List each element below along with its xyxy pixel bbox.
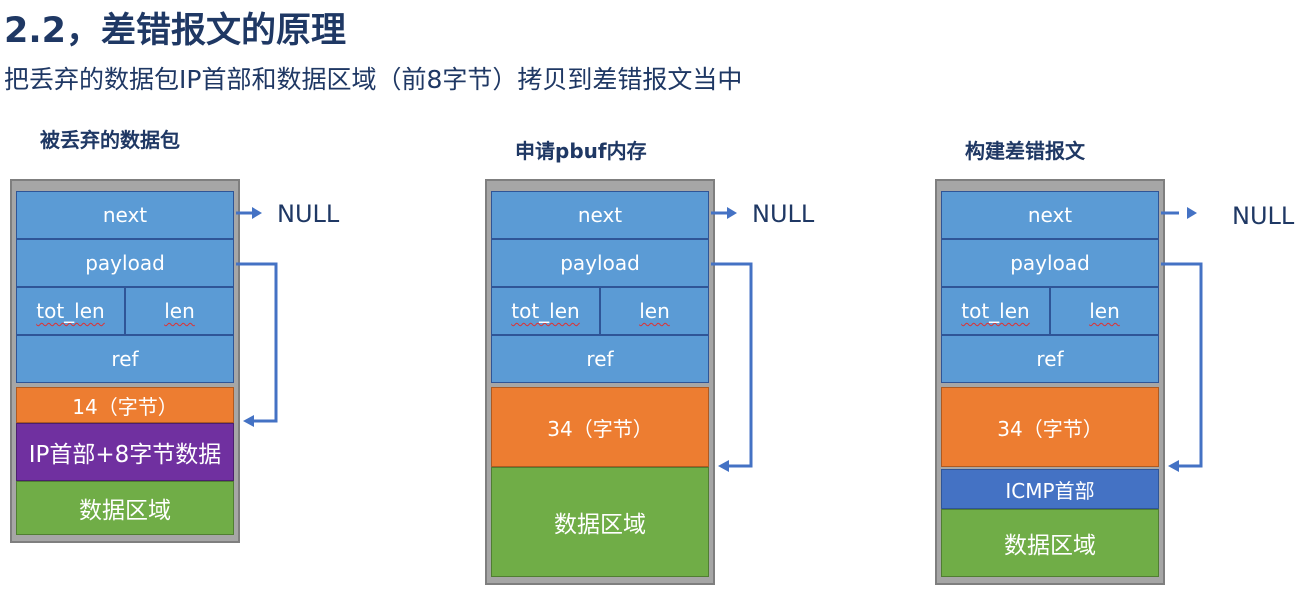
diagram-3-len-label: len (1089, 299, 1120, 323)
diagram-2-payload-arrow (711, 262, 753, 468)
diagram-1-header-block: 14（字节） (16, 387, 234, 423)
diagram-1-next-field: next (16, 191, 234, 239)
diagram-1-frame: next payload tot_len len ref 14（字节） IP首部… (10, 179, 240, 543)
diagram-1-ip-block: IP首部+8字节数据 (16, 423, 234, 481)
diagram-1-next-arrowhead (252, 207, 262, 219)
diagram-1-tot-len-label: tot_len (36, 299, 105, 323)
page-title: 2.2，差错报文的原理 (4, 11, 347, 51)
diagram-1-title: 被丢弃的数据包 (40, 128, 180, 152)
diagram-3-next-arrowhead (1187, 207, 1197, 219)
diagram-2-len-label: len (639, 299, 670, 323)
diagram-1-null-label: NULL (277, 200, 340, 228)
diagram-2-data-block: 数据区域 (491, 467, 709, 577)
diagram-2-payload-field: payload (491, 239, 709, 287)
page-subtitle: 把丢弃的数据包IP首部和数据区域（前8字节）拷贝到差错报文当中 (4, 65, 743, 94)
diagram-2-frame: next payload tot_len len ref 34（字节） 数据区域 (485, 179, 715, 585)
diagram-2-null-label: NULL (752, 200, 815, 228)
diagram-2-next-field: next (491, 191, 709, 239)
diagram-1-payload-field: payload (16, 239, 234, 287)
diagram-1-len-label: len (164, 299, 195, 323)
diagram-1-payload-arrowhead (243, 415, 254, 427)
diagram-3-payload-field: payload (941, 239, 1159, 287)
diagram-3-ref-field: ref (941, 335, 1159, 383)
diagram-3-data-block: 数据区域 (941, 509, 1159, 577)
diagram-3-payload-arrowhead (1168, 460, 1179, 472)
diagram-3-len-field: len (1050, 287, 1159, 335)
diagram-2-payload-arrowhead (718, 460, 729, 472)
diagram-3-frame: next payload tot_len len ref 34（字节） ICMP… (935, 179, 1165, 585)
diagram-2-len-field: len (600, 287, 709, 335)
diagram-1-data-block: 数据区域 (16, 481, 234, 535)
diagram-3-header-block: 34（字节） (941, 387, 1159, 467)
diagram-2-header-block: 34（字节） (491, 387, 709, 467)
diagram-2-ref-field: ref (491, 335, 709, 383)
diagram-2-tot-len-field: tot_len (491, 287, 600, 335)
diagram-3-tot-len-field: tot_len (941, 287, 1050, 335)
diagram-1-payload-arrow (236, 262, 278, 423)
diagram-3-payload-arrow (1161, 262, 1203, 468)
diagram-3-tot-len-label: tot_len (961, 299, 1030, 323)
diagram-2-tot-len-label: tot_len (511, 299, 580, 323)
diagram-1-len-field: len (125, 287, 234, 335)
diagram-2-title: 申请pbuf内存 (515, 139, 647, 163)
diagram-3-null-label: NULL (1232, 202, 1295, 230)
diagram-1-ref-field: ref (16, 335, 234, 383)
diagram-3-title: 构建差错报文 (965, 139, 1085, 163)
diagram-3-next-field: next (941, 191, 1159, 239)
diagram-1-tot-len-field: tot_len (16, 287, 125, 335)
diagram-2-next-arrowhead (727, 207, 737, 219)
diagram-3-icmp-block: ICMP首部 (941, 469, 1159, 509)
